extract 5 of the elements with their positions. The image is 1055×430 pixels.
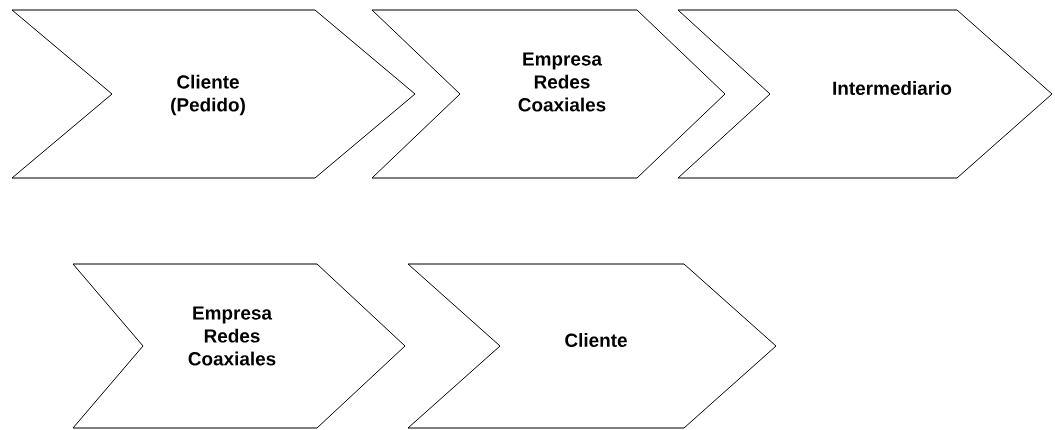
process-step: Intermediario: [677, 9, 1053, 179]
process-step: Cliente: [407, 263, 777, 429]
process-step: Empresa Redes Coaxiales: [371, 9, 726, 179]
process-step: Empresa Redes Coaxiales: [72, 263, 406, 429]
process-step: Cliente (Pedido): [11, 9, 416, 179]
